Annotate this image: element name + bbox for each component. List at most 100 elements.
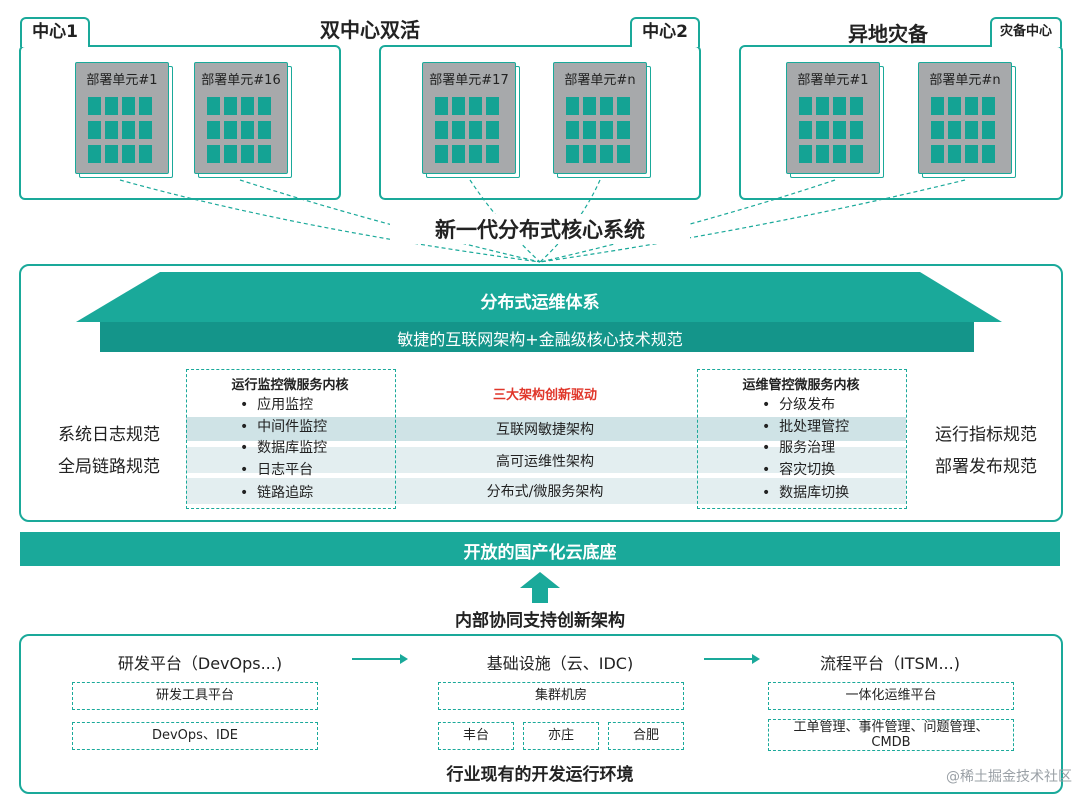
server-block	[982, 145, 995, 163]
bullet: •	[762, 440, 771, 456]
server-rack-icon	[566, 97, 636, 171]
bullet: •	[240, 485, 249, 501]
server-block	[833, 145, 846, 163]
roof-shape	[76, 272, 1002, 352]
server-block	[600, 121, 613, 139]
server-block	[469, 121, 482, 139]
server-block	[207, 121, 220, 139]
server-block	[452, 121, 465, 139]
deploy-unit-label: 部署单元#1	[797, 73, 869, 88]
server-block	[435, 121, 448, 139]
server-block	[122, 121, 135, 139]
server-block	[965, 145, 978, 163]
active-active-title: 双中心双活	[320, 18, 420, 42]
server-block	[566, 145, 579, 163]
deploy-unit-label: 部署单元#n	[564, 73, 636, 88]
monitoring-kernel-box	[186, 369, 396, 509]
control-item-label: 分级发布	[779, 397, 836, 413]
center2-tab: 中心2	[630, 17, 700, 47]
server-block	[139, 97, 152, 115]
server-block	[799, 121, 812, 139]
site-hefei: 合肥	[608, 722, 684, 750]
server-block	[452, 145, 465, 163]
bullet: •	[240, 440, 249, 456]
server-block	[600, 145, 613, 163]
server-rack-icon	[88, 97, 158, 171]
server-block	[88, 97, 101, 115]
site-fengtai: 丰台	[438, 722, 514, 750]
server-block	[139, 121, 152, 139]
server-block	[105, 97, 118, 115]
control-item-label: 服务治理	[779, 440, 836, 456]
monitoring-item-label: 日志平台	[257, 462, 314, 478]
server-block	[833, 97, 846, 115]
server-block	[948, 97, 961, 115]
server-block	[207, 145, 220, 163]
server-block	[948, 121, 961, 139]
control-item-label: 批处理管控	[779, 419, 850, 435]
itsm-line-1: 工单管理、事件管理、问题管理、	[793, 720, 989, 735]
ops-banner: 敏捷的互联网架构+金融级核心技术规范	[397, 330, 683, 349]
band-row-1	[186, 417, 906, 441]
control-item: • 容灾切换	[762, 459, 835, 479]
site-yizhuang: 亦庄	[523, 722, 599, 750]
monitoring-kernel-title: 运行监控微服务内核	[231, 378, 349, 393]
server-block	[931, 97, 944, 115]
server-rack-icon	[799, 97, 869, 171]
server-block	[241, 97, 254, 115]
server-block	[452, 97, 465, 115]
server-block	[241, 121, 254, 139]
server-block	[816, 121, 829, 139]
dev-tools-box: 研发工具平台	[72, 682, 318, 710]
deploy-unit-1: 部署单元#1	[75, 62, 173, 178]
server-block	[224, 97, 237, 115]
server-rack-icon	[435, 97, 505, 171]
server-rack-icon	[207, 97, 277, 171]
support-title: 内部协同支持创新架构	[455, 611, 625, 631]
cloud-base-bar	[20, 532, 1060, 566]
dr-deploy-unit-1: 部署单元#1	[786, 62, 884, 178]
server-rack-icon-graphic	[435, 97, 499, 163]
server-block	[241, 145, 254, 163]
server-block	[566, 97, 579, 115]
monitoring-item: • 应用监控	[240, 394, 313, 414]
monitoring-item: • 中间件监控	[240, 416, 327, 436]
monitoring-item-label: 链路追踪	[257, 485, 314, 501]
spec-system-log: 系统日志规范	[58, 425, 160, 445]
control-item-label: 数据库切换	[779, 485, 850, 501]
dev-env-footer: 行业现有的开发运行环境	[446, 765, 634, 785]
dr-deploy-unit-n: 部署单元#n	[918, 62, 1016, 178]
monitoring-item: • 数据库监控	[240, 437, 327, 457]
server-block	[816, 145, 829, 163]
deploy-unit-16: 部署单元#16	[194, 62, 292, 178]
control-item-label: 容灾切换	[779, 462, 836, 478]
dr-title: 异地灾备	[848, 22, 928, 46]
server-rack-icon	[931, 97, 1001, 171]
server-block	[799, 97, 812, 115]
server-block	[258, 97, 271, 115]
server-block	[965, 121, 978, 139]
server-block	[435, 97, 448, 115]
server-block	[435, 145, 448, 163]
server-rack-icon-graphic	[931, 97, 995, 163]
server-block	[833, 121, 846, 139]
spec-global-trace: 全局链路规范	[58, 457, 160, 477]
server-block	[566, 121, 579, 139]
server-block	[850, 121, 863, 139]
server-block	[965, 97, 978, 115]
server-block	[931, 121, 944, 139]
deploy-unit-n: 部署单元#n	[553, 62, 651, 178]
arch-item-3: 分布式/微服务架构	[486, 484, 604, 500]
server-block	[139, 145, 152, 163]
arrow-right-icon	[352, 654, 408, 664]
server-block	[617, 121, 630, 139]
control-item: • 批处理管控	[762, 416, 849, 436]
deploy-unit-label: 部署单元#16	[201, 73, 281, 88]
server-block	[105, 121, 118, 139]
server-block	[931, 145, 944, 163]
innovation-drive-title: 三大架构创新驱动	[492, 388, 597, 403]
itsm-box: 工单管理、事件管理、问题管理、 CMDB	[768, 719, 1014, 751]
server-block	[258, 121, 271, 139]
server-block	[583, 121, 596, 139]
server-block	[948, 145, 961, 163]
